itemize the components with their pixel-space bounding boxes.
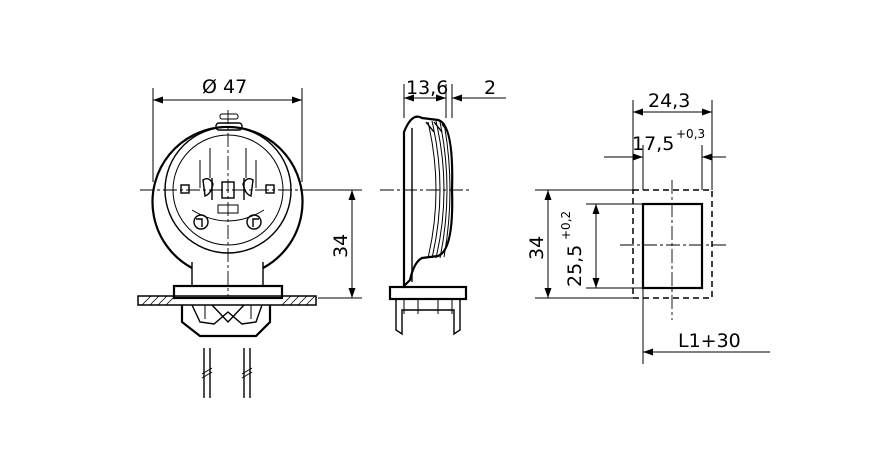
- wire-length-label: L1+30: [678, 330, 741, 352]
- wires: [201, 348, 253, 398]
- side-offset-label: 2: [484, 77, 496, 99]
- cutout-height-inner-label: 25,5: [564, 245, 586, 287]
- side-view: 13,6 2: [380, 77, 506, 336]
- front-view: Ø 47: [137, 76, 362, 398]
- cutout-view: 24,3 17,5 +0,3 34 25,5 +0,2 L1+30: [526, 90, 770, 364]
- cutout-width-inner-tol: +0,3: [676, 127, 705, 141]
- cutout-height-inner-tol: +0,2: [559, 211, 573, 240]
- front-diameter-label: Ø 47: [202, 76, 247, 98]
- cutout-width-outer-label: 24,3: [648, 90, 690, 112]
- front-height-label: 34: [330, 234, 352, 258]
- cutout-width-inner-label: 17,5: [632, 133, 674, 155]
- contacts: [180, 148, 275, 230]
- cutout-height-outer-label: 34: [526, 236, 548, 260]
- side-depth-label: 13,6: [406, 77, 448, 99]
